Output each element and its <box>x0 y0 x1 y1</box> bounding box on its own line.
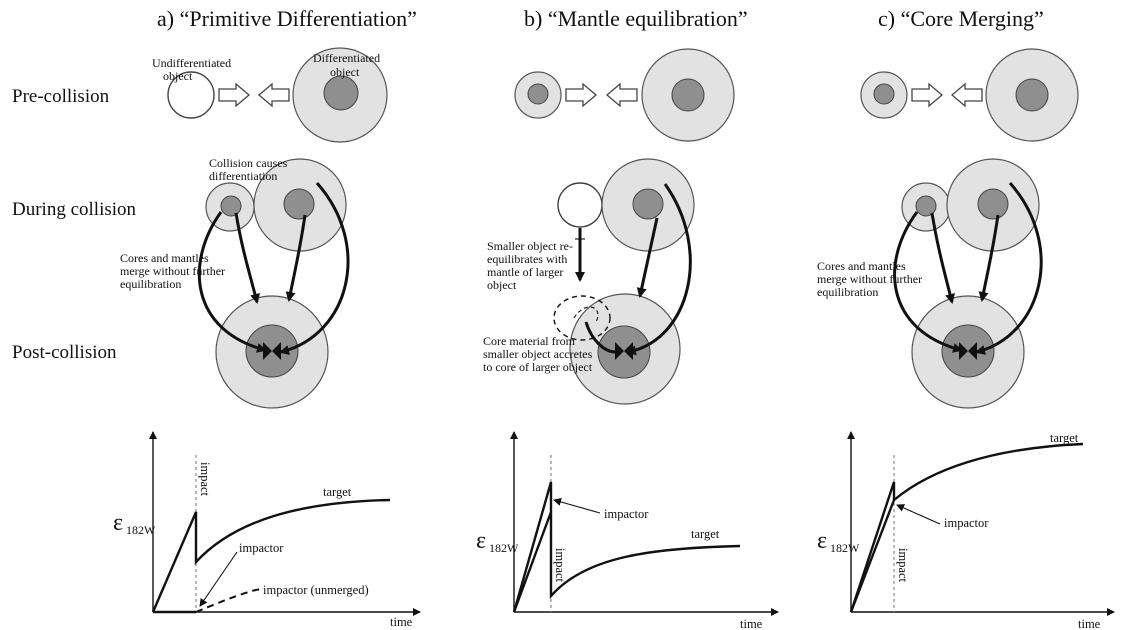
label-re-4: object <box>487 278 517 292</box>
label-merge-a-2: merge without further <box>120 264 225 278</box>
flow-arrow-impactor-core <box>234 212 260 304</box>
target-label: target <box>323 485 352 499</box>
x-label: time <box>1078 617 1101 630</box>
row-label-post: Post-collision <box>12 342 117 363</box>
label-merge-a-1: Cores and mantles <box>120 251 209 265</box>
title-a: a) “Primitive Differentiation” <box>157 6 417 31</box>
impact-label: impact <box>553 548 567 583</box>
label-re-2: equilibrates with <box>487 252 567 266</box>
merge-bowtie-icon <box>263 342 281 360</box>
flow-arrow-impactor-mantle <box>893 211 963 353</box>
title-b: b) “Mantle equilibration” <box>524 6 748 31</box>
flow-arrow-target-mantle <box>626 183 692 356</box>
impactor-core <box>220 195 242 217</box>
target-core <box>283 188 315 220</box>
impactor-core <box>873 83 895 105</box>
plot-b: ε 182W time impact target impactor <box>476 431 779 630</box>
flow-arrow-target-core <box>636 217 659 298</box>
y-label-symbol: ε <box>817 528 827 554</box>
impactor-pointer <box>199 551 238 607</box>
panel-c: Cores and mantles merge without further … <box>817 48 1079 409</box>
target-label: target <box>691 527 720 541</box>
impactor-core <box>527 83 549 105</box>
impactor-curve <box>512 511 553 613</box>
impactor-pointer <box>896 504 941 525</box>
y-label-symbol: ε <box>476 528 486 554</box>
impactor-pointer <box>553 498 601 514</box>
x-label: time <box>740 617 763 630</box>
label-merge-a-3: equilibration <box>120 277 181 291</box>
differentiated-core <box>323 75 359 111</box>
label-diff-2: object <box>330 65 360 79</box>
target-core-during <box>632 188 664 220</box>
merge-bowtie-icon <box>959 342 977 360</box>
flow-arrow-impactor-mantle <box>197 211 267 353</box>
impactor-unmerged-label: impactor (unmerged) <box>263 583 369 597</box>
label-merge-c-1: Cores and mantles <box>817 259 906 273</box>
label-undiff-2: object <box>163 69 193 83</box>
impactor-equilibrated <box>557 182 603 228</box>
target-curve <box>512 481 741 613</box>
approach-arrow-right <box>565 82 598 108</box>
impactor-label: impactor <box>944 516 989 530</box>
label-merge-c-2: merge without further <box>817 272 922 286</box>
label-cause-1: Collision causes <box>209 156 288 170</box>
y-label-subscript: 182W <box>126 523 156 537</box>
flow-arrow-target-core <box>978 214 1000 302</box>
impactor-label: impactor <box>604 507 649 521</box>
approach-arrow-right <box>218 82 251 108</box>
equilibration-zone <box>553 295 611 341</box>
x-label: time <box>390 615 413 629</box>
label-core-3: to core of larger object <box>483 360 593 374</box>
row-label-during: During collision <box>12 199 137 220</box>
title-c: c) “Core Merging” <box>878 6 1044 31</box>
panel-b: Smaller object re- equilibrates with man… <box>483 48 735 405</box>
impactor-core-during <box>915 195 937 217</box>
undifferentiated-object <box>167 71 215 119</box>
impactor-unmerged-curve <box>195 588 263 613</box>
flow-arrow-impactor-core <box>930 212 955 304</box>
merged-core <box>597 325 651 379</box>
row-label-pre: Pre-collision <box>12 86 110 107</box>
impactor-curve <box>849 499 896 613</box>
y-label-symbol: ε <box>113 510 123 536</box>
approach-arrow-left <box>605 82 638 108</box>
flow-arrow-core-accretion <box>584 321 616 354</box>
target-curve <box>151 498 391 613</box>
impact-label: impact <box>896 548 910 583</box>
plot-c: ε 182W time impact target impactor <box>817 431 1115 630</box>
flow-arrow-target-core <box>285 214 307 302</box>
label-re-1: Smaller object re- <box>487 239 573 253</box>
target-curve <box>849 442 1084 613</box>
impactor-label: impactor <box>239 541 284 555</box>
y-label-subscript: 182W <box>830 541 860 555</box>
target-core-during <box>977 188 1009 220</box>
flow-arrow-target-mantle <box>279 182 350 355</box>
approach-arrow-left <box>257 82 290 108</box>
swirl-mark <box>573 306 599 323</box>
approach-arrow-right <box>911 82 944 108</box>
y-label-subscript: 182W <box>489 541 519 555</box>
label-undiff-1: Undifferentiated <box>152 56 231 70</box>
plot-a: ε 182W time impact target impactor impac… <box>113 431 421 629</box>
label-core-1: Core material from <box>483 334 576 348</box>
label-core-2: smaller object accretes <box>483 347 593 361</box>
target-label: target <box>1050 431 1079 445</box>
target-core <box>1015 78 1049 112</box>
label-re-3: mantle of larger <box>487 265 563 279</box>
flow-arrow-target-mantle <box>975 182 1043 355</box>
label-cause-2: differentiation <box>209 169 277 183</box>
approach-arrow-left <box>950 82 983 108</box>
panel-a: Undifferentiated object Differentiated o… <box>120 47 388 409</box>
label-merge-c-3: equilibration <box>817 285 878 299</box>
target-core <box>671 78 705 112</box>
label-diff-1: Differentiated <box>313 51 380 65</box>
impact-label: impact <box>198 462 212 497</box>
